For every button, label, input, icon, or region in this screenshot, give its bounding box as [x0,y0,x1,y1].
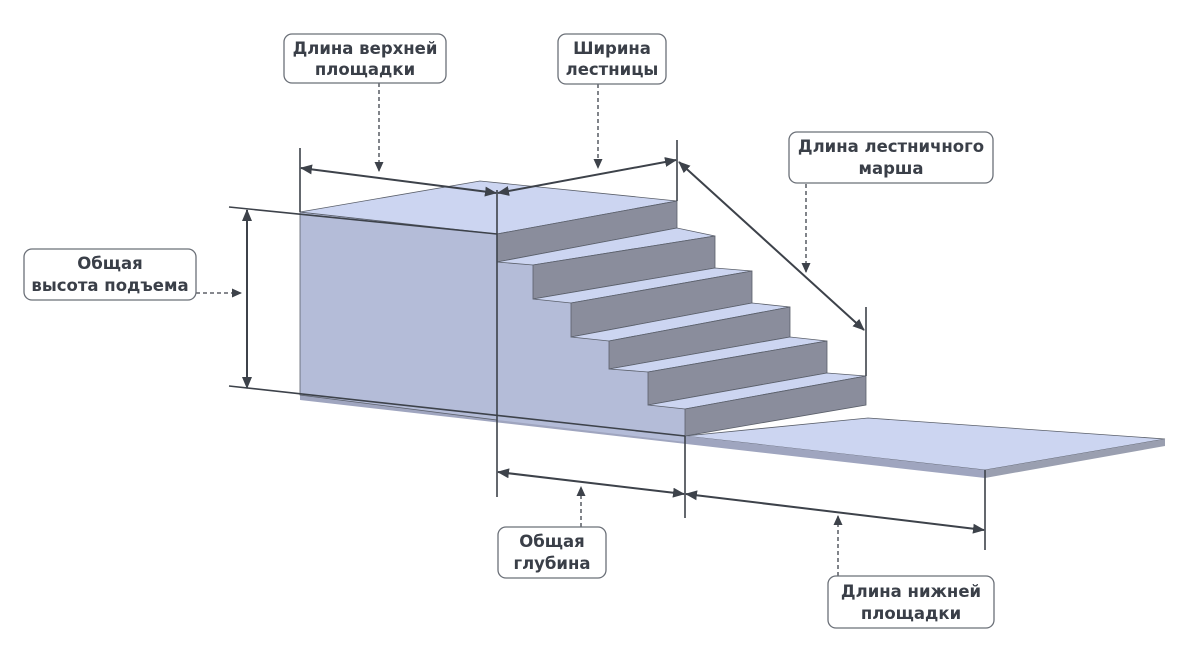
bottom-landing-surface [684,417,1166,471]
label-bottom-landing-length-line2: площадки [861,604,961,623]
staircase-body [299,180,1166,478]
label-stair-width-line2: лестницы [566,60,659,79]
bottom-landing-edge [985,439,1165,478]
top-landing-length-arrow [300,164,497,197]
label-bottom-landing-length: Длина нижней площадки [827,575,995,629]
label-stair-width-line1: Ширина [573,39,651,58]
label-flight-length-line1: Длина лестничного [798,137,984,156]
total-depth-arrow [497,468,685,498]
label-total-depth-line2: глубина [513,554,590,573]
stair-width-arrow [497,157,677,196]
label-total-rise-line2: высота подъема [31,276,188,295]
top-landing-side [299,211,498,421]
dimension-arrows [242,157,985,534]
bottom-landing-length-arrow [685,490,985,534]
leader-lines [196,83,843,576]
label-top-landing-length-line2: площадки [315,60,415,79]
label-bottom-landing-length-line1: Длина нижней [841,582,981,601]
label-total-depth: Общая глубина [497,526,607,579]
label-total-depth-line1: Общая [519,532,585,551]
label-flight-length: Длина лестничного марша [788,131,994,184]
label-top-landing-length: Длина верхней площадки [283,33,447,84]
extension-lines [228,140,986,550]
step-side-profile [497,262,685,436]
label-flight-length-line2: марша [858,159,923,178]
label-total-rise: Общая высота подъема [23,248,197,301]
label-total-rise-line1: Общая [77,254,143,273]
label-top-landing-length-line1: Длина верхней [293,39,438,58]
step-6-riser [684,375,867,437]
label-stair-width: Ширина лестницы [557,33,667,85]
flight-length-arrow [678,161,865,331]
